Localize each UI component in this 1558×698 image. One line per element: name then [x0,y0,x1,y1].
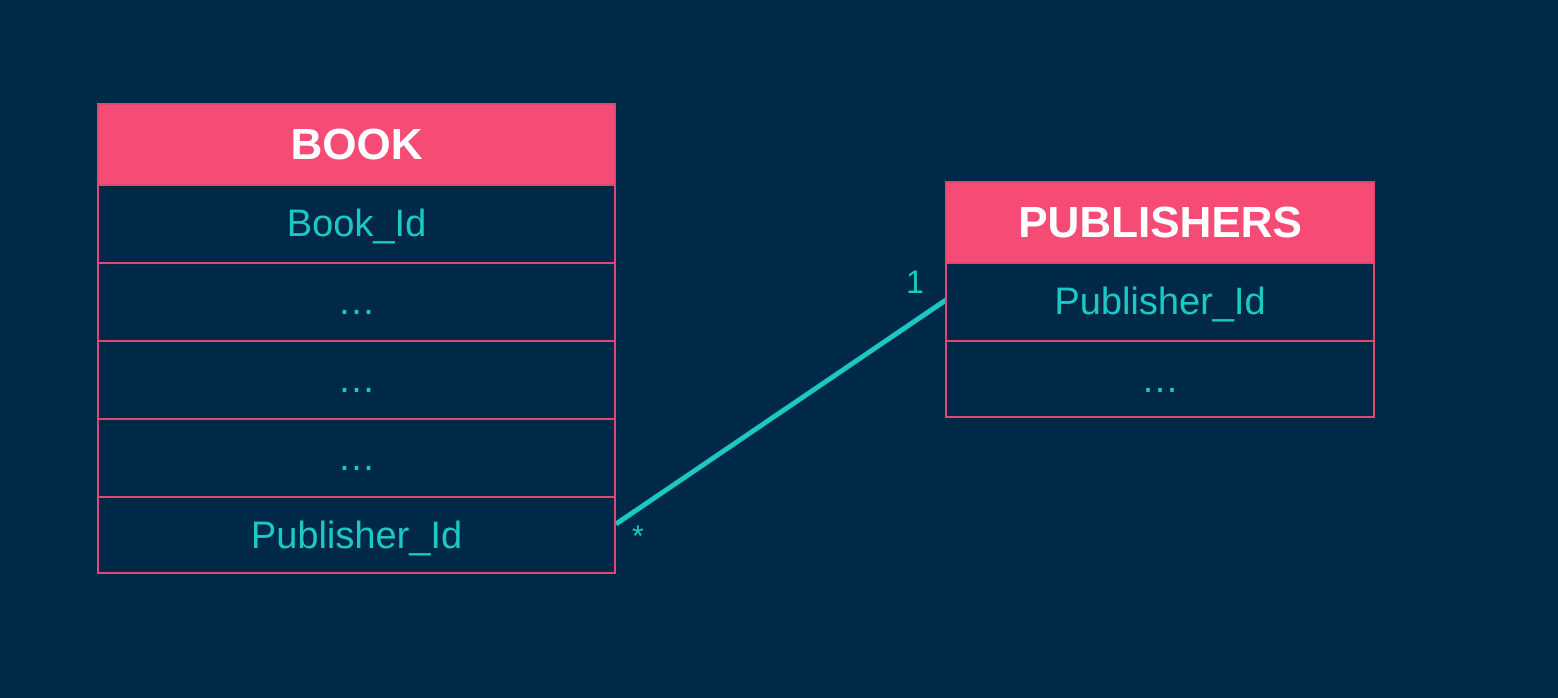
book-field-book-id: Book_Id [99,184,614,262]
book-field-publisher-id: Publisher_Id [99,496,614,574]
book-field-placeholder: … [99,262,614,340]
publishers-field-placeholder: … [947,340,1373,418]
relationship-line [614,297,948,527]
publishers-entity-title: PUBLISHERS [947,183,1373,262]
publishers-field-publisher-id: Publisher_Id [947,262,1373,340]
book-entity-title: BOOK [99,105,614,184]
book-field-placeholder: … [99,418,614,496]
book-field-placeholder: … [99,340,614,418]
publishers-entity: PUBLISHERS Publisher_Id … [945,181,1375,418]
cardinality-many-label: * [632,520,644,553]
book-entity: BOOK Book_Id … … … Publisher_Id [97,103,616,574]
cardinality-one-label: 1 [906,264,924,300]
